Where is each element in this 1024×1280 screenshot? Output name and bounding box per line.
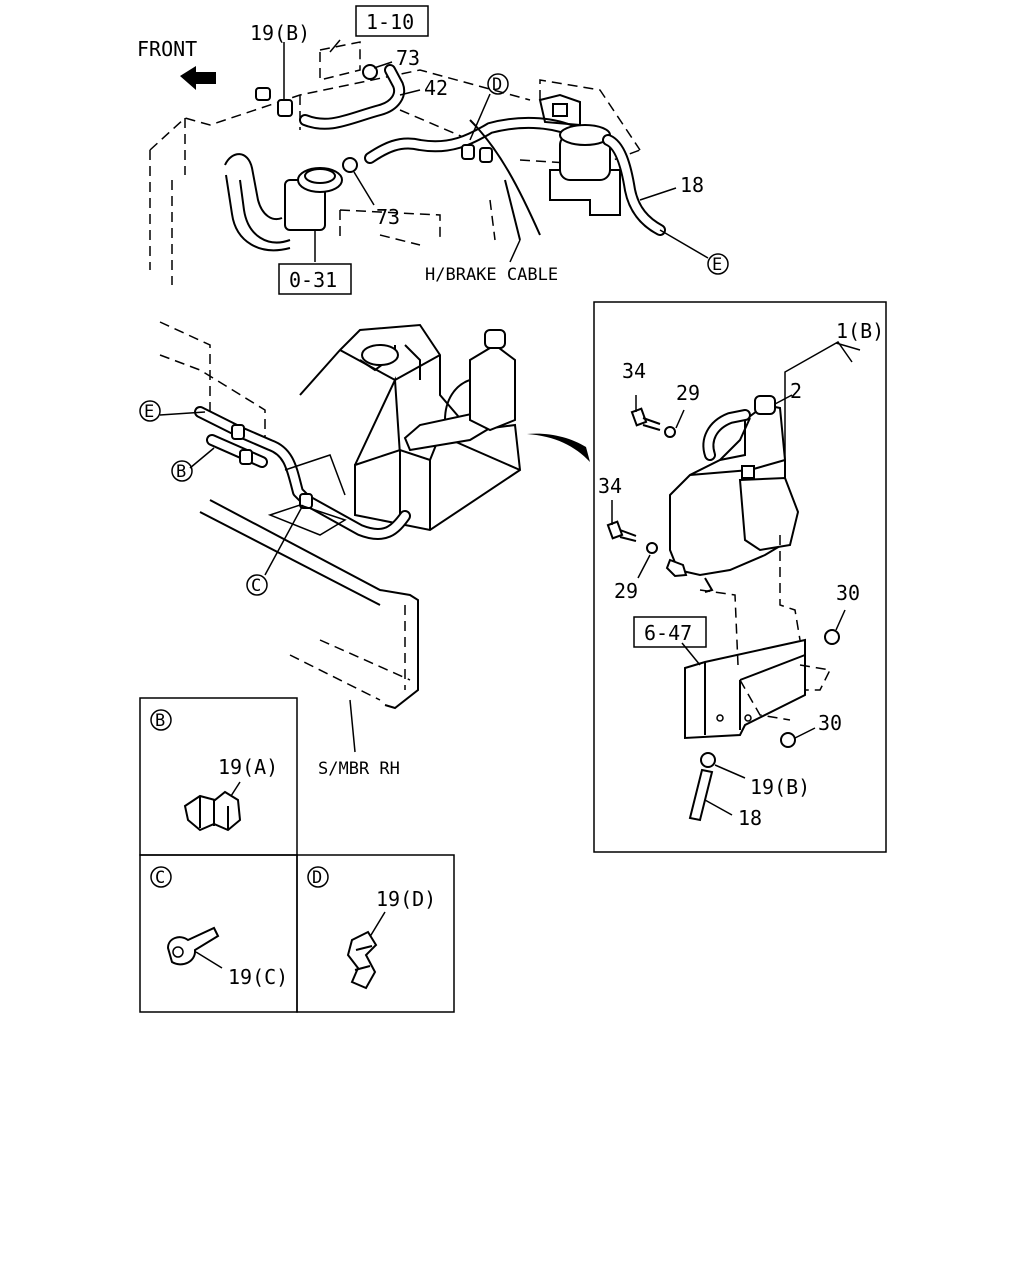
svg-text:B: B	[176, 462, 186, 482]
label-42: 42	[424, 76, 448, 100]
callout-e-top: E	[707, 253, 729, 275]
detail-box-d: D 19(D)	[296, 854, 455, 1013]
callout-b-left: B	[171, 460, 193, 482]
label-19b-inset: 19(B)	[750, 775, 810, 799]
label-18-inset: 18	[738, 806, 762, 830]
label-30a: 30	[836, 581, 860, 605]
label-34b: 34	[598, 474, 622, 498]
label-30b: 30	[818, 711, 842, 735]
bolt-34a-icon	[630, 407, 661, 431]
svg-text:B: B	[155, 711, 165, 731]
svg-text:E: E	[712, 255, 722, 275]
label-smbr: S/MBR RH	[318, 759, 400, 779]
clip-19d-icon	[346, 930, 378, 990]
svg-text:D: D	[312, 868, 322, 888]
label-34a: 34	[622, 359, 646, 383]
callout-d-top: D	[487, 73, 509, 95]
ref-1-10: 1-10	[366, 10, 414, 34]
svg-text:D: D	[492, 75, 502, 95]
clip-19a-icon	[183, 790, 242, 832]
label-brake-cable: H/BRAKE CABLE	[425, 265, 558, 285]
ref-0-31: 0-31	[289, 268, 337, 292]
label-18-top: 18	[680, 173, 704, 197]
reservoir-inset: 1(B) 2 34 29 34 29 30 30 19(B) 18 6-47	[593, 301, 887, 853]
label-29a: 29	[676, 381, 700, 405]
detail-box-b: B 19(A)	[139, 697, 298, 856]
svg-text:E: E	[144, 402, 154, 422]
chassis-view: S/MBR RH E B C	[139, 321, 590, 779]
label-19b-top: 19(B)	[250, 21, 310, 45]
label-19c: 19(C)	[228, 965, 288, 989]
label-29b: 29	[614, 579, 638, 603]
label-19d: 19(D)	[376, 887, 436, 911]
label-2: 2	[790, 379, 802, 403]
clip-19c-icon	[166, 926, 220, 966]
label-73-mid: 73	[376, 205, 400, 229]
svg-text:C: C	[251, 576, 261, 596]
callout-c-left: C	[246, 574, 268, 596]
detail-box-c: C 19(C)	[139, 854, 298, 1013]
front-label: FRONT	[137, 37, 197, 61]
ref-6-47: 6-47	[644, 621, 692, 645]
label-19a: 19(A)	[218, 755, 278, 779]
label-73-top: 73	[396, 46, 420, 70]
engine-bay-view: FRONT	[137, 5, 729, 295]
callout-e-left: E	[139, 400, 161, 422]
label-1b: 1(B)	[836, 319, 884, 343]
svg-text:C: C	[155, 868, 165, 888]
front-arrow-icon	[180, 66, 216, 90]
